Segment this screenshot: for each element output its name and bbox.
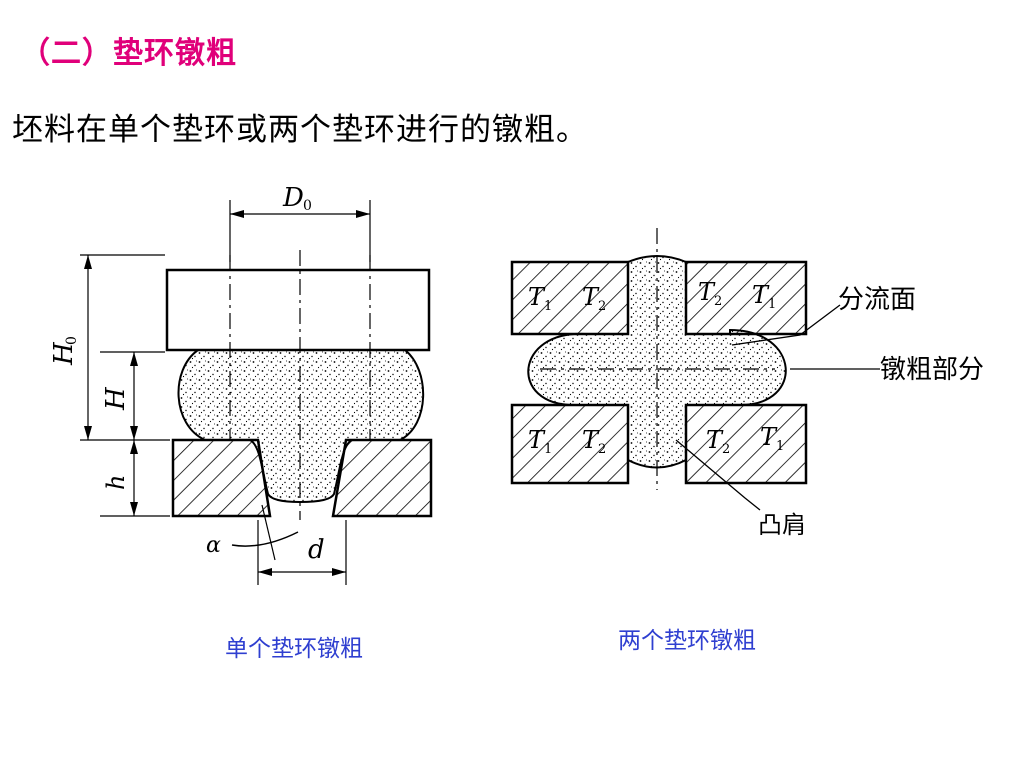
svg-text:0: 0 — [64, 336, 80, 345]
svg-text:T: T — [698, 278, 716, 306]
double-ring-figure: T 1 T 2 T 2 T 1 T 1 T 2 T 2 T 1 分流面 镦粗部分… — [510, 228, 984, 539]
svg-text:T: T — [706, 426, 724, 454]
label-upset-part: 镦粗部分 — [880, 355, 984, 385]
svg-text:1: 1 — [776, 439, 784, 454]
top-ring-right — [684, 260, 808, 336]
svg-text:2: 2 — [598, 442, 606, 457]
svg-text:0: 0 — [303, 198, 312, 214]
svg-text:2: 2 — [598, 299, 606, 314]
billet-body — [177, 349, 425, 504]
svg-text:T: T — [760, 423, 778, 451]
svg-text:T: T — [752, 281, 770, 309]
bottom-ring-left — [171, 438, 272, 518]
svg-text:1: 1 — [544, 299, 552, 314]
svg-text:T: T — [582, 426, 600, 454]
bottom-ring-right — [684, 403, 808, 485]
svg-text:1: 1 — [544, 442, 552, 457]
slide-body-text: 坯料在单个垫环或两个垫环进行的镦粗。 — [12, 112, 588, 148]
label-shoulder: 凸肩 — [758, 511, 806, 539]
label-d: d — [308, 535, 325, 565]
bottom-ring-right — [331, 438, 433, 518]
label-h: h — [102, 475, 130, 490]
label-split-surface: 分流面 — [838, 285, 916, 315]
svg-text:T: T — [582, 283, 600, 311]
svg-text:2: 2 — [722, 442, 730, 457]
label-H0: H — [49, 341, 79, 366]
svg-text:T: T — [528, 283, 546, 311]
caption-single-ring: 单个垫环镦粗 — [225, 636, 363, 662]
top-flat-die — [165, 268, 431, 352]
label-alpha: α — [206, 533, 221, 558]
top-ring-left — [510, 260, 630, 336]
label-D0: D — [282, 183, 304, 213]
bottom-ring-left — [510, 403, 630, 485]
caption-double-ring: 两个垫环镦粗 — [618, 628, 756, 654]
label-H: H — [101, 386, 131, 411]
svg-text:T: T — [528, 426, 546, 454]
slide-heading: （二）垫环镦粗 — [20, 36, 237, 71]
svg-text:1: 1 — [768, 297, 776, 312]
svg-text:2: 2 — [714, 294, 722, 309]
single-ring-figure: D 0 H 0 H h α d — [49, 183, 433, 585]
